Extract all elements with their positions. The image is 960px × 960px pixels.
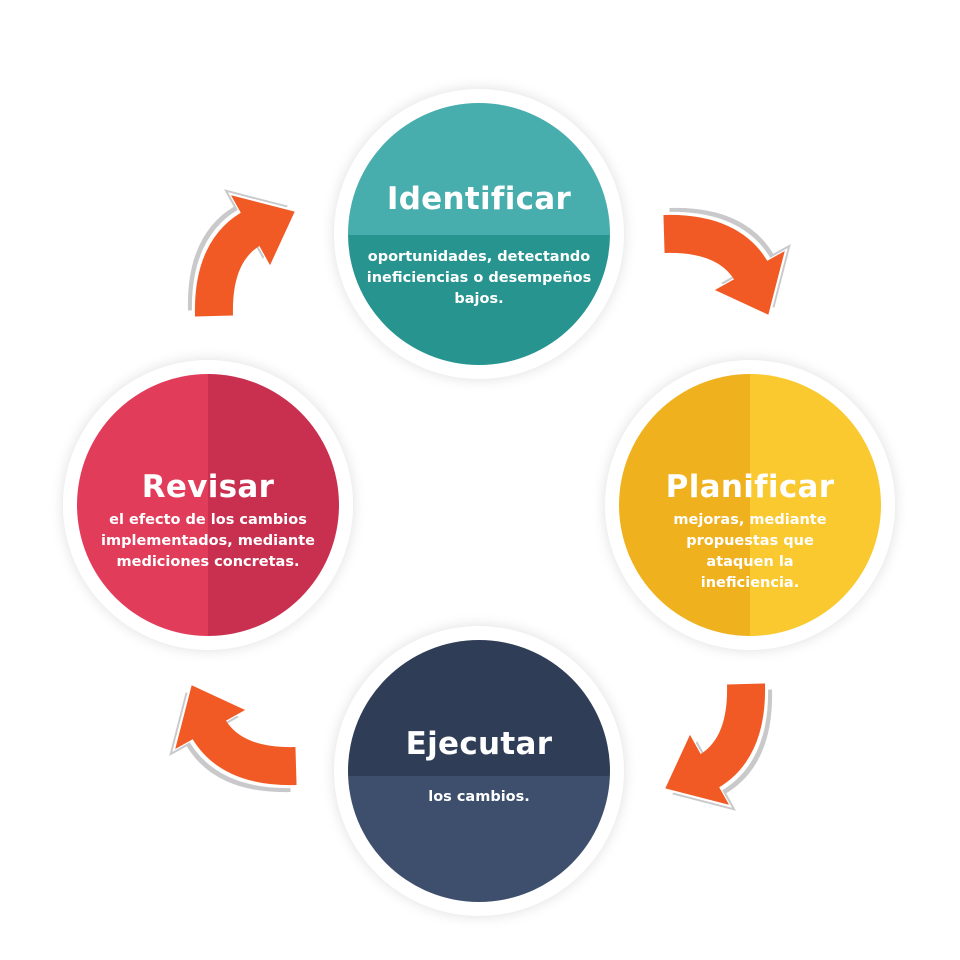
planificar-circle: Planificar mejoras, mediante propuestas … xyxy=(619,374,881,636)
ejecutar-circle: Ejecutar los cambios. xyxy=(348,640,610,902)
identificar-circle: Identificar oportunidades, detectando in… xyxy=(348,103,610,365)
arrow-ejecutar-to-revisar-icon xyxy=(170,686,296,773)
planificar-text: mejoras, mediante propuestas que ataquen… xyxy=(673,512,827,591)
arrow-revisar-to-identificar-icon xyxy=(207,190,294,316)
identificar-title: Identificar xyxy=(386,181,572,217)
ejecutar-text: los cambios. xyxy=(428,789,530,805)
planificar-title: Planificar xyxy=(665,469,835,505)
step-revisar: Revisar el efecto de los cambios impleme… xyxy=(63,360,353,650)
revisar-text: el efecto de los cambios implementados, … xyxy=(101,512,315,570)
arrow-planificar-to-ejecutar-icon xyxy=(666,684,753,810)
identificar-text: oportunidades, detectando ineficiencias … xyxy=(366,249,592,307)
step-identificar: Identificar oportunidades, detectando in… xyxy=(334,89,624,379)
step-planificar: Planificar mejoras, mediante propuestas … xyxy=(605,360,895,650)
revisar-title: Revisar xyxy=(141,469,275,505)
revisar-circle: Revisar el efecto de los cambios impleme… xyxy=(77,374,339,636)
ejecutar-title: Ejecutar xyxy=(405,726,553,762)
arrow-identificar-to-planificar-icon xyxy=(664,227,790,314)
step-ejecutar: Ejecutar los cambios. xyxy=(334,626,624,916)
